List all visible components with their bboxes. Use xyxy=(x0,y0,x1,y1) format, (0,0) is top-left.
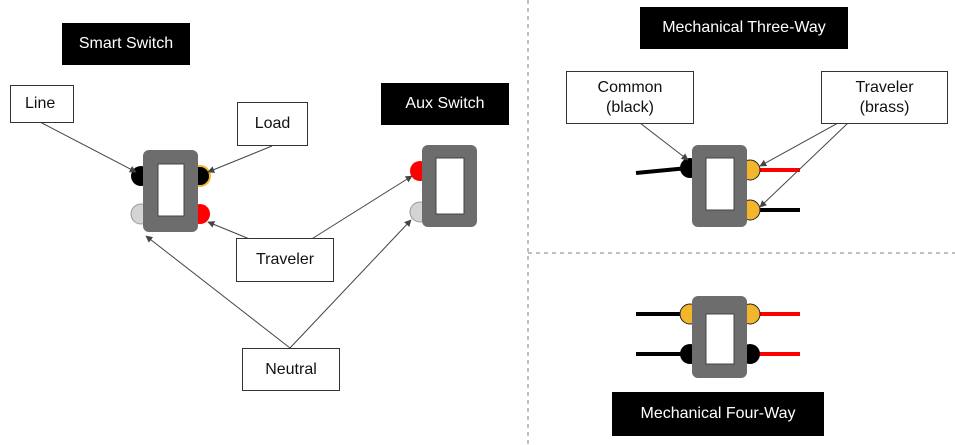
smart-switch-symbol xyxy=(130,150,211,232)
four-way-switch-paddle xyxy=(705,313,735,365)
common-arrow xyxy=(639,122,689,161)
traveler-brass-label-line1: Traveler xyxy=(855,78,914,96)
aux-switch-symbol xyxy=(409,145,477,227)
load-label: Load xyxy=(237,102,308,146)
load-arrow xyxy=(207,145,273,173)
traveler-brass-label: Traveler (brass) xyxy=(821,71,948,124)
line-label: Line xyxy=(10,85,74,123)
three-way-common-wire xyxy=(635,166,689,175)
common-label: Common (black) xyxy=(566,71,694,124)
three-way-switch-paddle xyxy=(705,157,735,211)
traveler-brass-label-line2: (brass) xyxy=(859,98,910,116)
aux-switch-title: Aux Switch xyxy=(381,83,509,125)
four-way-title: Mechanical Four-Way xyxy=(612,392,824,436)
traveler-arrow-2 xyxy=(759,122,849,208)
neutral-arrow-aux xyxy=(289,219,412,349)
neutral-label: Neutral xyxy=(242,348,340,391)
three-way-switch-symbol xyxy=(635,145,800,227)
traveler-arrow-aux xyxy=(309,175,413,241)
traveler-arrow-smart xyxy=(207,221,253,241)
line-arrow xyxy=(39,121,137,173)
four-way-switch-symbol xyxy=(636,296,800,378)
three-way-title: Mechanical Three-Way xyxy=(640,7,848,49)
traveler-arrow-1 xyxy=(759,122,839,167)
traveler-label: Traveler xyxy=(236,238,334,282)
smart-switch-paddle xyxy=(157,163,185,217)
neutral-arrow-smart xyxy=(145,235,291,349)
smart-switch-title: Smart Switch xyxy=(62,23,190,65)
aux-switch-paddle xyxy=(435,157,465,215)
common-label-line2: (black) xyxy=(605,98,654,116)
common-label-line1: Common xyxy=(597,78,663,96)
